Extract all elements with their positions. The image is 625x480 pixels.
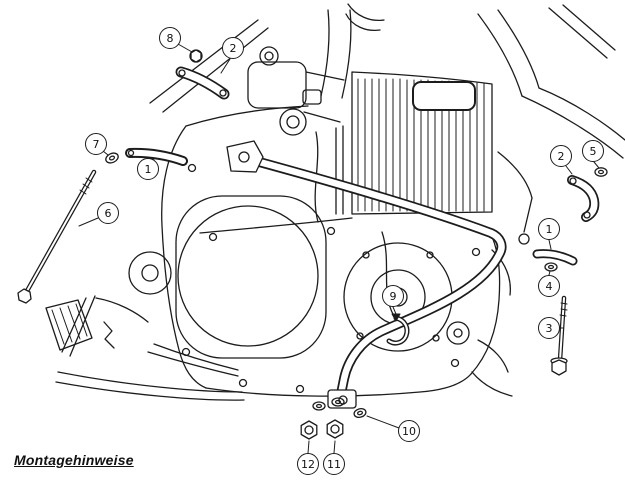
side-stand: [45, 295, 245, 401]
callout-12: 12: [297, 453, 319, 475]
callout-10: 10: [398, 420, 420, 442]
callout-1-right: 1: [538, 218, 560, 240]
callout-6: 6: [97, 202, 119, 224]
callout-4: 4: [538, 275, 560, 297]
part-nut-11: [326, 419, 344, 439]
part-tube-1-right: [532, 249, 578, 266]
crankcase: [128, 105, 501, 397]
crash-bar: [226, 140, 507, 409]
caption-title: Montagehinweise: [14, 452, 134, 468]
cylinder-fins: [351, 71, 493, 215]
part-bolt-8: [189, 49, 203, 63]
part-washer-10: [353, 408, 367, 418]
callout-5: 5: [582, 140, 604, 162]
callout-7: 7: [85, 133, 107, 155]
part-washers-bottom: [312, 397, 345, 411]
carburetor: [247, 46, 345, 223]
callout-1-left: 1: [137, 158, 159, 180]
part-clip-9: [386, 315, 410, 346]
part-washer-7: [105, 152, 119, 164]
leader-lines: [78, 43, 600, 454]
callout-11: 11: [323, 453, 345, 475]
part-washer-4: [544, 262, 558, 272]
part-tube-1-left: [125, 147, 188, 166]
part-bracket-2-right: [567, 175, 600, 222]
callout-9: 9: [382, 285, 404, 307]
callout-2-right: 2: [550, 145, 572, 167]
part-bracket-2-top: [175, 66, 230, 100]
part-nut-12: [300, 420, 318, 440]
part-bolt-6: [17, 169, 97, 304]
callout-8: 8: [159, 27, 181, 49]
part-washer-5: [594, 167, 608, 177]
callout-2-top-left: 2: [222, 37, 244, 59]
callout-3: 3: [538, 317, 560, 339]
right-side-frame: [471, 151, 533, 397]
part-bolt-3: [550, 295, 568, 376]
frame-tubes: [149, 3, 625, 159]
